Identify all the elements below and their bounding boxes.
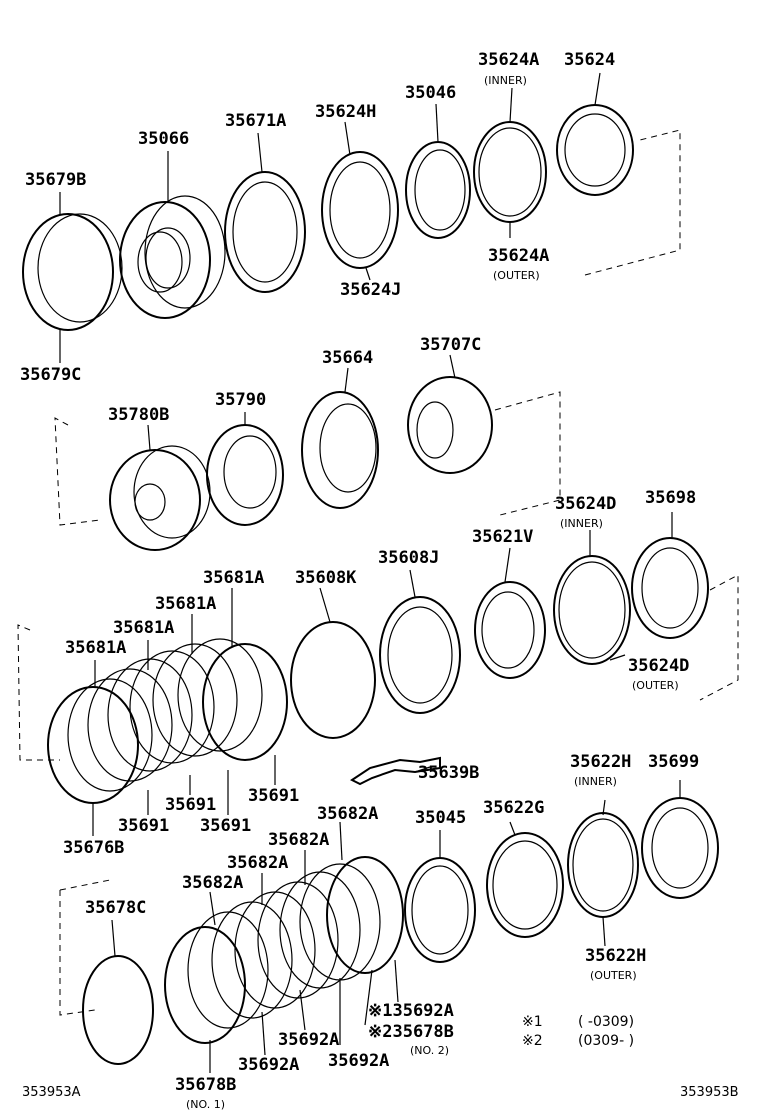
plate-35671a-drawing xyxy=(224,171,306,293)
spring-35639b-drawing xyxy=(350,756,441,786)
snap-ring-35679b-drawing xyxy=(22,213,123,331)
leader-lines xyxy=(59,72,681,1073)
label-35681a-4: 35681A xyxy=(65,638,127,658)
label-35682a-4: 35682A xyxy=(182,873,244,893)
label-35790: 35790 xyxy=(215,390,267,410)
label-35679b: 35679B xyxy=(25,170,87,190)
clutch-drum-35066-drawing xyxy=(119,195,226,319)
label-35622g: 35622G xyxy=(483,798,545,818)
label-35045: 35045 xyxy=(415,808,467,828)
label-35622h-inner-note: (INNER) xyxy=(574,775,617,788)
sprag-35664-drawing xyxy=(301,391,379,509)
label-35681a-3: 35681A xyxy=(113,618,175,638)
race-35707c-drawing xyxy=(407,376,493,474)
snap-ring-35678c-drawing xyxy=(82,955,154,1065)
label-35671a: 35671A xyxy=(225,111,287,131)
label-35678b-note2: ※235678B xyxy=(368,1022,454,1042)
label-35692a-3: 35692A xyxy=(328,1051,390,1071)
o-ring-35622h-drawing xyxy=(567,812,639,918)
label-35622h-inner: 35622H xyxy=(570,752,632,772)
note-range-2: (0309- ) xyxy=(578,1033,635,1049)
label-35066: 35066 xyxy=(138,129,190,149)
bearing-35780b-drawing xyxy=(109,445,211,551)
label-35624a-outer-note: (OUTER) xyxy=(493,269,540,282)
label-35681a-1: 35681A xyxy=(203,568,265,588)
label-35681a-2: 35681A xyxy=(155,594,217,614)
hub-35790-drawing xyxy=(206,424,284,526)
label-35622h-outer: 35622H xyxy=(585,946,647,966)
label-35624h: 35624H xyxy=(315,102,377,122)
label-35692a-1: 35692A xyxy=(278,1030,340,1050)
label-35608j: 35608J xyxy=(378,548,440,568)
label-35699: 35699 xyxy=(648,752,700,772)
label-35707c: 35707C xyxy=(420,335,482,355)
label-35624d-inner: 35624D xyxy=(555,494,617,514)
label-35624: 35624 xyxy=(564,50,616,70)
label-35682a-3: 35682A xyxy=(227,853,289,873)
label-35682a-1: 35682A xyxy=(317,804,379,824)
label-35691-b: 35691 xyxy=(165,795,217,815)
label-35692a-note1: ※135692A xyxy=(368,1001,454,1021)
label-35678b: 35678B xyxy=(175,1075,237,1095)
label-35624j: 35624J xyxy=(340,280,402,300)
label-35608k: 35608K xyxy=(295,568,357,588)
seal-35699-drawing xyxy=(641,797,719,899)
diagram-ref-left: 353953A xyxy=(22,1085,81,1100)
label-35624d-inner-note: (INNER) xyxy=(560,517,603,530)
label-35621v: 35621V xyxy=(472,527,534,547)
label-35691-d: 35691 xyxy=(200,816,252,836)
retainer-35622g-drawing xyxy=(486,832,564,938)
label-35698: 35698 xyxy=(645,488,697,508)
label-35692a-2: 35692A xyxy=(238,1055,300,1075)
piston-35045-drawing xyxy=(404,857,476,963)
label-35678b-no1: (NO. 1) xyxy=(186,1098,226,1111)
note-mark-1: ※1 xyxy=(522,1014,543,1030)
o-ring-35624a-drawing xyxy=(473,121,547,223)
label-35046: 35046 xyxy=(405,83,457,103)
label-35678b-no2: (NO. 2) xyxy=(410,1044,450,1057)
ring-35624h-drawing xyxy=(321,151,399,269)
assembly-guide-lines xyxy=(17,129,739,1016)
snap-ring-35608k-drawing xyxy=(290,621,376,739)
piston-35608j-drawing xyxy=(379,596,461,714)
label-35622h-outer-note: (OUTER) xyxy=(590,969,637,982)
label-35639b: 35639B xyxy=(418,763,480,783)
clutch-pack-35682a-drawing xyxy=(164,856,404,1044)
label-35624a-inner-note: (INNER) xyxy=(484,74,527,87)
label-35682a-2: 35682A xyxy=(268,830,330,850)
label-35676b: 35676B xyxy=(63,838,125,858)
diagram-ref-right: 353953B xyxy=(680,1085,739,1100)
note-range-1: ( -0309) xyxy=(578,1014,635,1030)
label-35664: 35664 xyxy=(322,348,374,368)
retainer-35624-drawing xyxy=(556,104,634,196)
label-35691-c: 35691 xyxy=(118,816,170,836)
seal-35698-drawing xyxy=(631,537,709,639)
label-35624d-outer-note: (OUTER) xyxy=(632,679,679,692)
note-mark-2: ※2 xyxy=(522,1033,543,1049)
label-35691-a: 35691 xyxy=(248,786,300,806)
label-35624a-inner: 35624A xyxy=(478,50,540,70)
label-35679c: 35679C xyxy=(20,365,82,385)
o-ring-35624d-drawing xyxy=(553,555,631,665)
label-35624a-outer: 35624A xyxy=(488,246,550,266)
retainer-35621v-drawing xyxy=(474,581,546,679)
label-35624d-outer: 35624D xyxy=(628,656,690,676)
piston-35046-drawing xyxy=(405,141,471,239)
clutch-pack-35681a-drawing xyxy=(47,638,288,804)
label-35678c: 35678C xyxy=(85,898,147,918)
label-35780b: 35780B xyxy=(108,405,170,425)
